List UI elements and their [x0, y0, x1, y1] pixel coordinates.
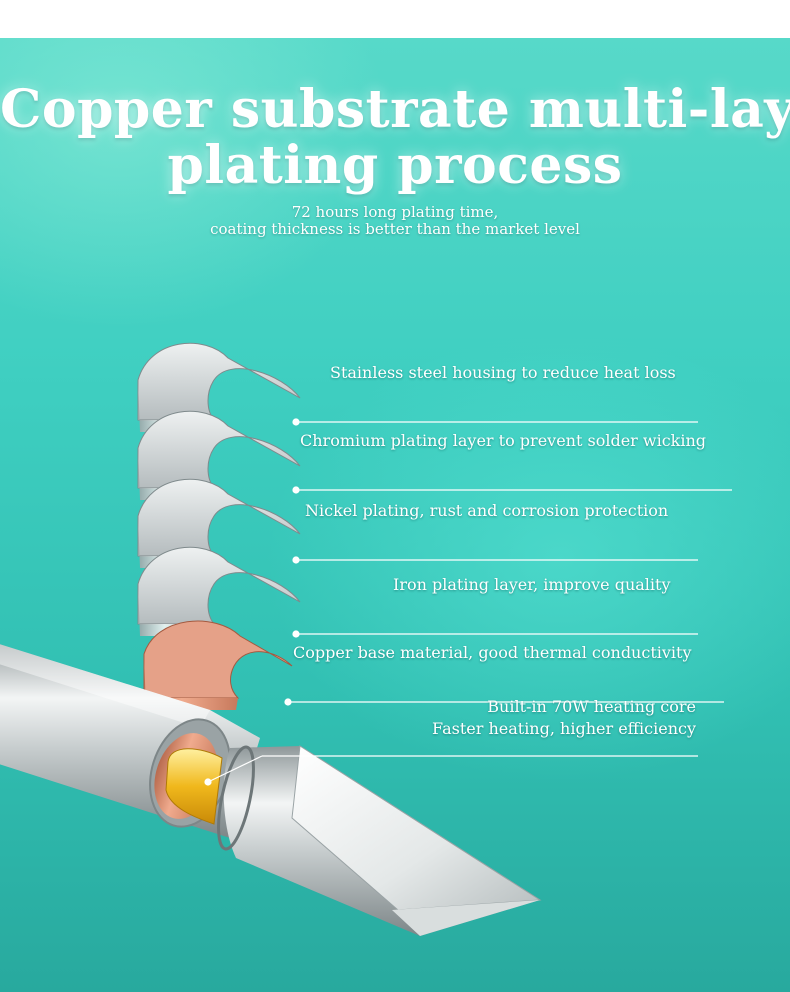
- subtitle-line-2: coating thickness is better than the mar…: [210, 220, 580, 238]
- layer-label-steel-housing: Stainless steel housing to reduce heat l…: [330, 363, 676, 382]
- core-label-line-2: Faster heating, higher efficiency: [432, 719, 696, 738]
- core-label-line-1: Built-in 70W heating core: [487, 697, 696, 716]
- leader-lines: [204, 418, 732, 786]
- layer-label-copper: Copper base material, good thermal condu…: [293, 643, 692, 662]
- soldering-tip-illustration: [0, 342, 732, 936]
- title-line-2: plating process: [167, 135, 623, 196]
- page-title: Copper substrate multi-layer plating pro…: [0, 82, 790, 194]
- layer-label-iron: Iron plating layer, improve quality: [393, 575, 671, 594]
- layer-label-nickel: Nickel plating, rust and corrosion prote…: [305, 501, 669, 520]
- subtitle: 72 hours long plating time, coating thic…: [0, 204, 790, 238]
- tip-shaft: [0, 644, 542, 936]
- subtitle-line-1: 72 hours long plating time,: [291, 203, 499, 221]
- iron-plating-layer-shell: [137, 546, 301, 636]
- background-panel: Copper substrate multi-layer plating pro…: [0, 38, 790, 992]
- layer-label-chromium: Chromium plating layer to prevent solder…: [300, 431, 707, 450]
- title-line-1: Copper substrate multi-layer: [0, 79, 790, 140]
